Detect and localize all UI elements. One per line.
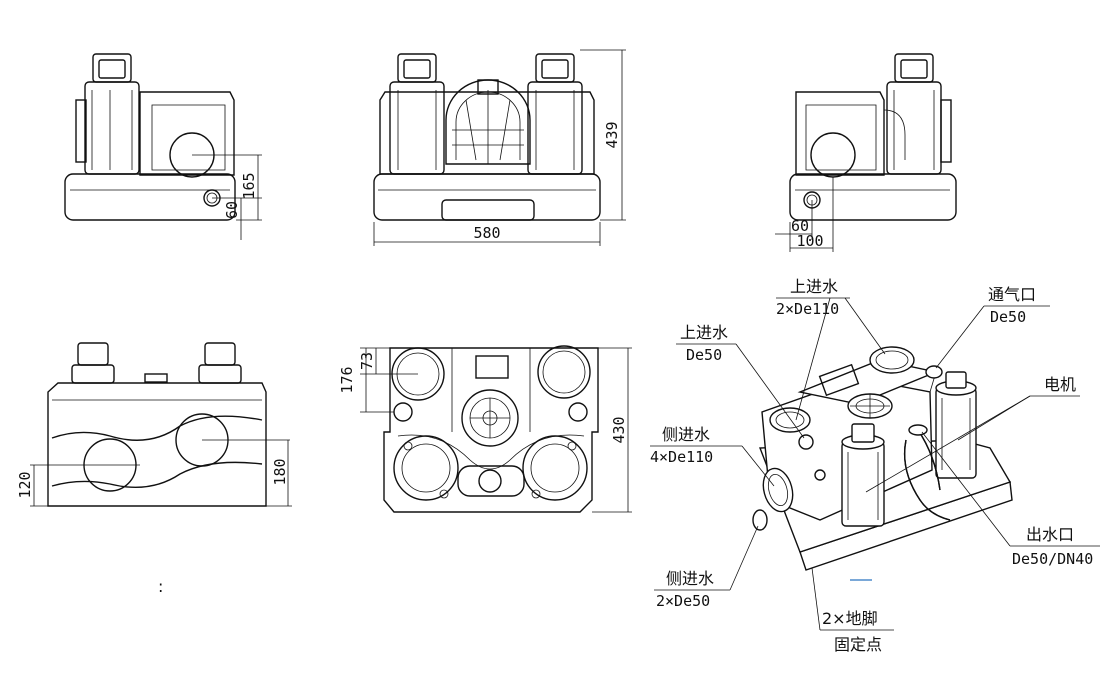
callout-foot: 2×地脚 固定点 <box>811 567 894 654</box>
callout-title: 侧进水 <box>666 569 714 588</box>
callout-title: 上进水 <box>680 323 728 342</box>
rear-view: 180 120 <box>16 342 292 507</box>
isometric-view <box>752 346 1013 581</box>
side-view-left: 165 60 <box>64 53 262 240</box>
dim-180: 180 <box>271 458 289 485</box>
callout-vent: 通气口 De50 <box>935 285 1050 369</box>
callout-outlet: 出水口 De50/DN40 <box>921 431 1100 568</box>
dim-73: 73 <box>358 352 376 370</box>
callout-title: 上进水 <box>790 277 838 296</box>
callout-spec: 固定点 <box>834 635 882 654</box>
callout-title: 电机 <box>1044 375 1076 394</box>
top-view: 73 176 430 <box>338 345 632 513</box>
callout-top-inlet-small: 上进水 De50 <box>676 323 805 439</box>
callout-spec: 2×De110 <box>776 300 839 318</box>
dim-430: 430 <box>610 416 628 443</box>
dim-439: 439 <box>603 121 621 148</box>
dim-120: 120 <box>16 471 34 498</box>
callout-spec: 4×De110 <box>650 448 713 466</box>
stray-colon: : <box>158 577 163 596</box>
callout-spec: De50/DN40 <box>1012 550 1093 568</box>
callout-side-inlet-small: 侧进水 2×De50 <box>654 525 759 610</box>
callout-title: 出水口 <box>1026 525 1074 544</box>
callout-title: 通气口 <box>988 285 1036 304</box>
callout-title: 2×地脚 <box>822 609 878 628</box>
callout-spec: De50 <box>686 346 722 364</box>
callout-motor: 电机 <box>865 375 1080 493</box>
callout-side-inlet-large: 侧进水 4×De110 <box>650 425 775 487</box>
callout-title: 侧进水 <box>662 425 710 444</box>
dim-165: 165 <box>240 172 258 199</box>
dim-60-right: 60 <box>791 217 809 235</box>
dim-60-left: 60 <box>223 201 241 219</box>
callout-spec: 2×De50 <box>656 592 710 610</box>
dim-580: 580 <box>473 224 500 242</box>
dim-176: 176 <box>338 366 356 393</box>
callout-spec: De50 <box>990 308 1026 326</box>
callout-top-inlet-large: 上进水 2×De110 <box>776 277 886 421</box>
front-view: 439 580 <box>373 49 626 246</box>
side-view-right: 60 100 <box>775 53 957 252</box>
dim-100: 100 <box>796 232 823 250</box>
